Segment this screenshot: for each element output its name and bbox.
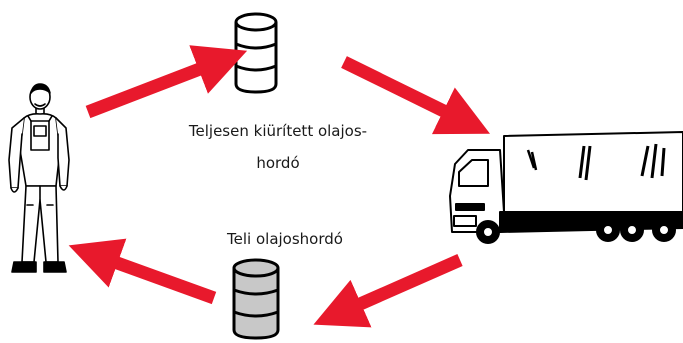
empty-barrel-label-line2: hordó [256,154,300,172]
arrow-empty-barrel-to-truck [341,56,491,135]
empty-barrel-icon [234,12,278,94]
arrow-full-barrel-to-worker [68,238,217,305]
full-barrel-label: Teli olajoshordó [227,230,343,248]
empty-barrel-label-line1: Teljesen kiürített olajos- [188,122,368,140]
full-barrel-icon [232,258,280,340]
truck-icon [449,131,683,244]
worker-icon [8,83,70,273]
arrow-worker-to-empty-barrel [85,45,248,119]
arrow-truck-to-full-barrel [313,254,463,328]
